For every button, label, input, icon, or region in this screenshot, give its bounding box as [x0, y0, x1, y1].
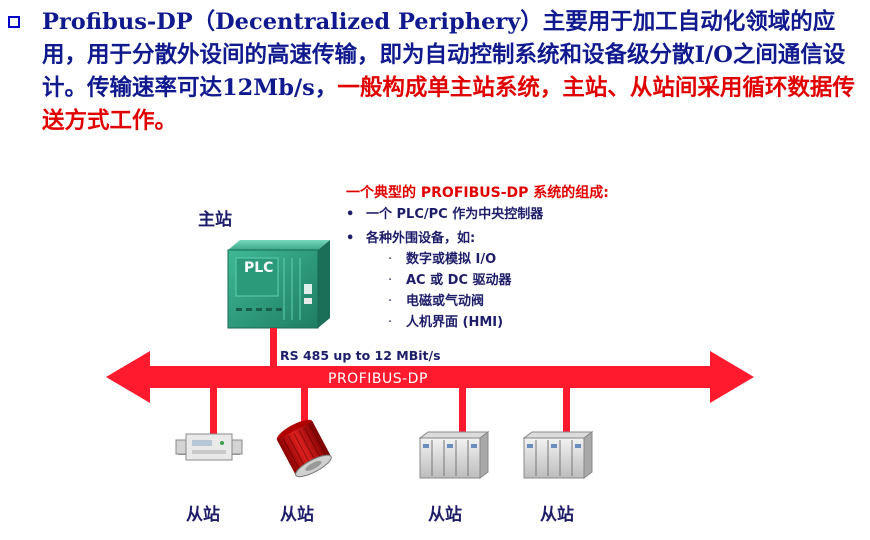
- composition-subitems: · 数字或模拟 I/O · AC 或 DC 驱动器 · 电磁或气动阀 · 人机界…: [388, 251, 513, 330]
- slave-4-rack-drive: [522, 431, 594, 479]
- composition-subitem-2: AC 或 DC 驱动器: [406, 272, 513, 288]
- slave-2-label: 从站: [280, 504, 314, 525]
- intro-block: Profibus-DP（Decentralized Periphery）主要用于…: [8, 6, 866, 138]
- slave-3-rack-drive: [418, 431, 490, 479]
- composition-item-1: 一个 PLC/PC 作为中央控制器: [366, 206, 544, 222]
- slave-1-label: 从站: [186, 504, 220, 525]
- slave-1-drop-line: [210, 388, 217, 438]
- subitem-bullet-3-icon: ·: [388, 294, 392, 309]
- composition-subitem-4: 人机界面 (HMI): [406, 314, 503, 330]
- composition-bullet-2-icon: •: [346, 231, 354, 246]
- slave-4-label: 从站: [540, 504, 574, 525]
- master-drop-line: [270, 328, 277, 366]
- slave-2-valve: [276, 419, 332, 478]
- slave-1-io-module: [175, 433, 243, 461]
- profibus-bus-arrow: [106, 351, 754, 403]
- intro-text-red: 一般构成单主站系统，主站、从站间采用循环数据传送方式工作。: [42, 75, 855, 134]
- composition-item-2: 各种外围设备，如:: [365, 230, 475, 246]
- bus-name-label: PROFIBUS-DP: [328, 371, 428, 387]
- intro-text-blue: Profibus-DP（Decentralized Periphery）主要用于…: [42, 9, 846, 101]
- intro-paragraph: Profibus-DP（Decentralized Periphery）主要用于…: [8, 6, 866, 138]
- slave-3-label: 从站: [428, 504, 462, 525]
- bus-speed-label: RS 485 up to 12 MBit/s: [280, 348, 441, 363]
- composition-subitem-1: 数字或模拟 I/O: [406, 251, 496, 267]
- slave-4-drop-line: [563, 388, 570, 434]
- composition-items: • 一个 PLC/PC 作为中央控制器 • 各种外围设备，如:: [346, 206, 544, 246]
- subitem-bullet-2-icon: ·: [388, 273, 392, 288]
- master-label: 主站: [198, 209, 232, 230]
- composition-subitem-3: 电磁或气动阀: [406, 293, 484, 309]
- plc-label: PLC: [244, 260, 273, 276]
- composition-title: 一个典型的 PROFIBUS-DP 系统的组成:: [346, 184, 609, 201]
- slave-2-drop-line: [301, 388, 308, 428]
- subitem-bullet-1-icon: ·: [388, 252, 392, 267]
- square-bullet-icon: [8, 16, 20, 28]
- composition-bullet-1-icon: •: [346, 207, 354, 222]
- subitem-bullet-4-icon: ·: [388, 315, 392, 330]
- slave-3-drop-line: [459, 388, 466, 434]
- plc-master-device: PLC: [227, 240, 330, 329]
